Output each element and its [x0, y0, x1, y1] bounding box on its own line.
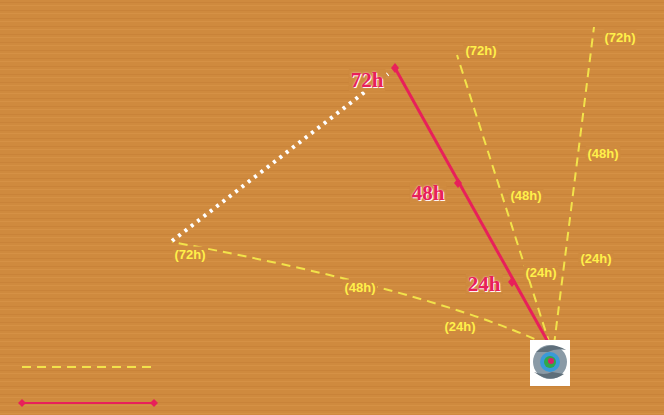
track-time-label: 72h [349, 69, 386, 92]
alt-track-northeast [554, 27, 594, 345]
legend-solid-sample [22, 402, 154, 404]
storm-icon [530, 340, 570, 386]
alt-time-label: (48h) [508, 188, 543, 203]
alt-time-label: (72h) [463, 43, 498, 58]
alt-time-label: (24h) [523, 265, 558, 280]
track-time-label: 24h [466, 273, 503, 296]
legend-point [150, 399, 158, 407]
dotted-link [172, 74, 388, 241]
alt-track-north [457, 55, 550, 345]
alt-track-west [172, 242, 548, 345]
alt-time-label: (24h) [442, 319, 477, 334]
track-point [391, 63, 399, 73]
track-point [454, 178, 462, 188]
alt-time-label: (48h) [585, 146, 620, 161]
track-time-label: 48h [410, 182, 447, 205]
alt-time-label: (72h) [172, 247, 207, 262]
alt-time-label: (24h) [578, 251, 613, 266]
track-point [508, 277, 516, 287]
main-track [395, 68, 548, 342]
alt-time-label: (72h) [602, 30, 637, 45]
legend-point [18, 399, 26, 407]
alt-time-label: (48h) [342, 280, 377, 295]
legend-dashed-sample [22, 366, 152, 368]
